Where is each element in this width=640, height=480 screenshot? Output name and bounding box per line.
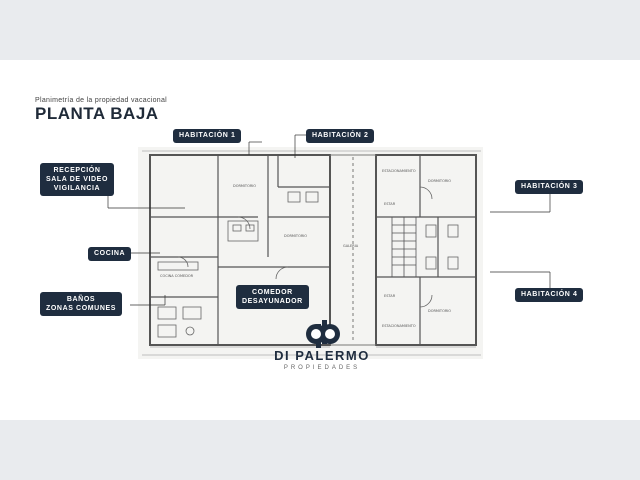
- tag-recepcion-line-2: SALA DE VIDEO: [46, 176, 108, 183]
- plan-label-dormitorio-3: DORMITORIO: [428, 179, 451, 183]
- tag-comedor-line-1: COMEDOR: [252, 289, 293, 296]
- plan-label-estacionamiento-2: ESTACIONAMIENTO: [382, 324, 416, 328]
- tag-recepcion-line-3: VIGILANCIA: [53, 185, 101, 192]
- floor-plan: DORMITORIO DORMITORIO DORMITORIO DORMITO…: [138, 147, 483, 359]
- tag-habitacion-1: HABITACIÓN 1: [173, 129, 242, 143]
- tag-habitacion-4: HABITACIÓN 4: [515, 288, 584, 302]
- tag-comedor-line-2: DESAYUNADOR: [242, 298, 303, 305]
- plan-label-dormitorio-1: DORMITORIO: [233, 184, 256, 188]
- page-title: PLANTA BAJA: [35, 104, 159, 123]
- plan-label-cocina: COCINA COMEDOR: [160, 274, 194, 278]
- plan-label-galeria: GALERIA: [343, 244, 359, 248]
- content-card: Planimetría de la propiedad vacacional P…: [0, 60, 640, 420]
- tag-banos-line-2: ZONAS COMUNES: [46, 305, 117, 312]
- tag-comedor: COMEDOR DESAYUNADOR: [236, 285, 309, 309]
- tag-habitacion-3: HABITACIÓN 3: [515, 180, 584, 194]
- plan-label-estar-1: ESTAR: [384, 202, 396, 206]
- plan-label-dormitorio-2: DORMITORIO: [284, 234, 307, 238]
- tag-recepcion-line-1: RECEPCIÓN: [53, 167, 101, 174]
- brand-name: DI PALERMO: [274, 348, 370, 363]
- plan-label-estar-2: ESTAR: [384, 294, 396, 298]
- tag-habitacion-2: HABITACIÓN 2: [306, 129, 375, 143]
- tag-banos-line-1: BAÑOS: [66, 296, 96, 303]
- tag-recepcion: RECEPCIÓN SALA DE VIDEO VIGILANCIA: [40, 163, 114, 196]
- brand-monogram-icon: [306, 320, 340, 348]
- brand-tagline: PROPIEDADES: [283, 365, 361, 371]
- plan-label-dormitorio-4: DORMITORIO: [428, 309, 451, 313]
- tag-banos: BAÑOS ZONAS COMUNES: [40, 292, 123, 316]
- page-subtitle: Planimetría de la propiedad vacacional: [35, 97, 168, 104]
- plan-label-estacionamiento-1: ESTACIONAMIENTO: [382, 169, 416, 173]
- tag-cocina: COCINA: [88, 247, 132, 261]
